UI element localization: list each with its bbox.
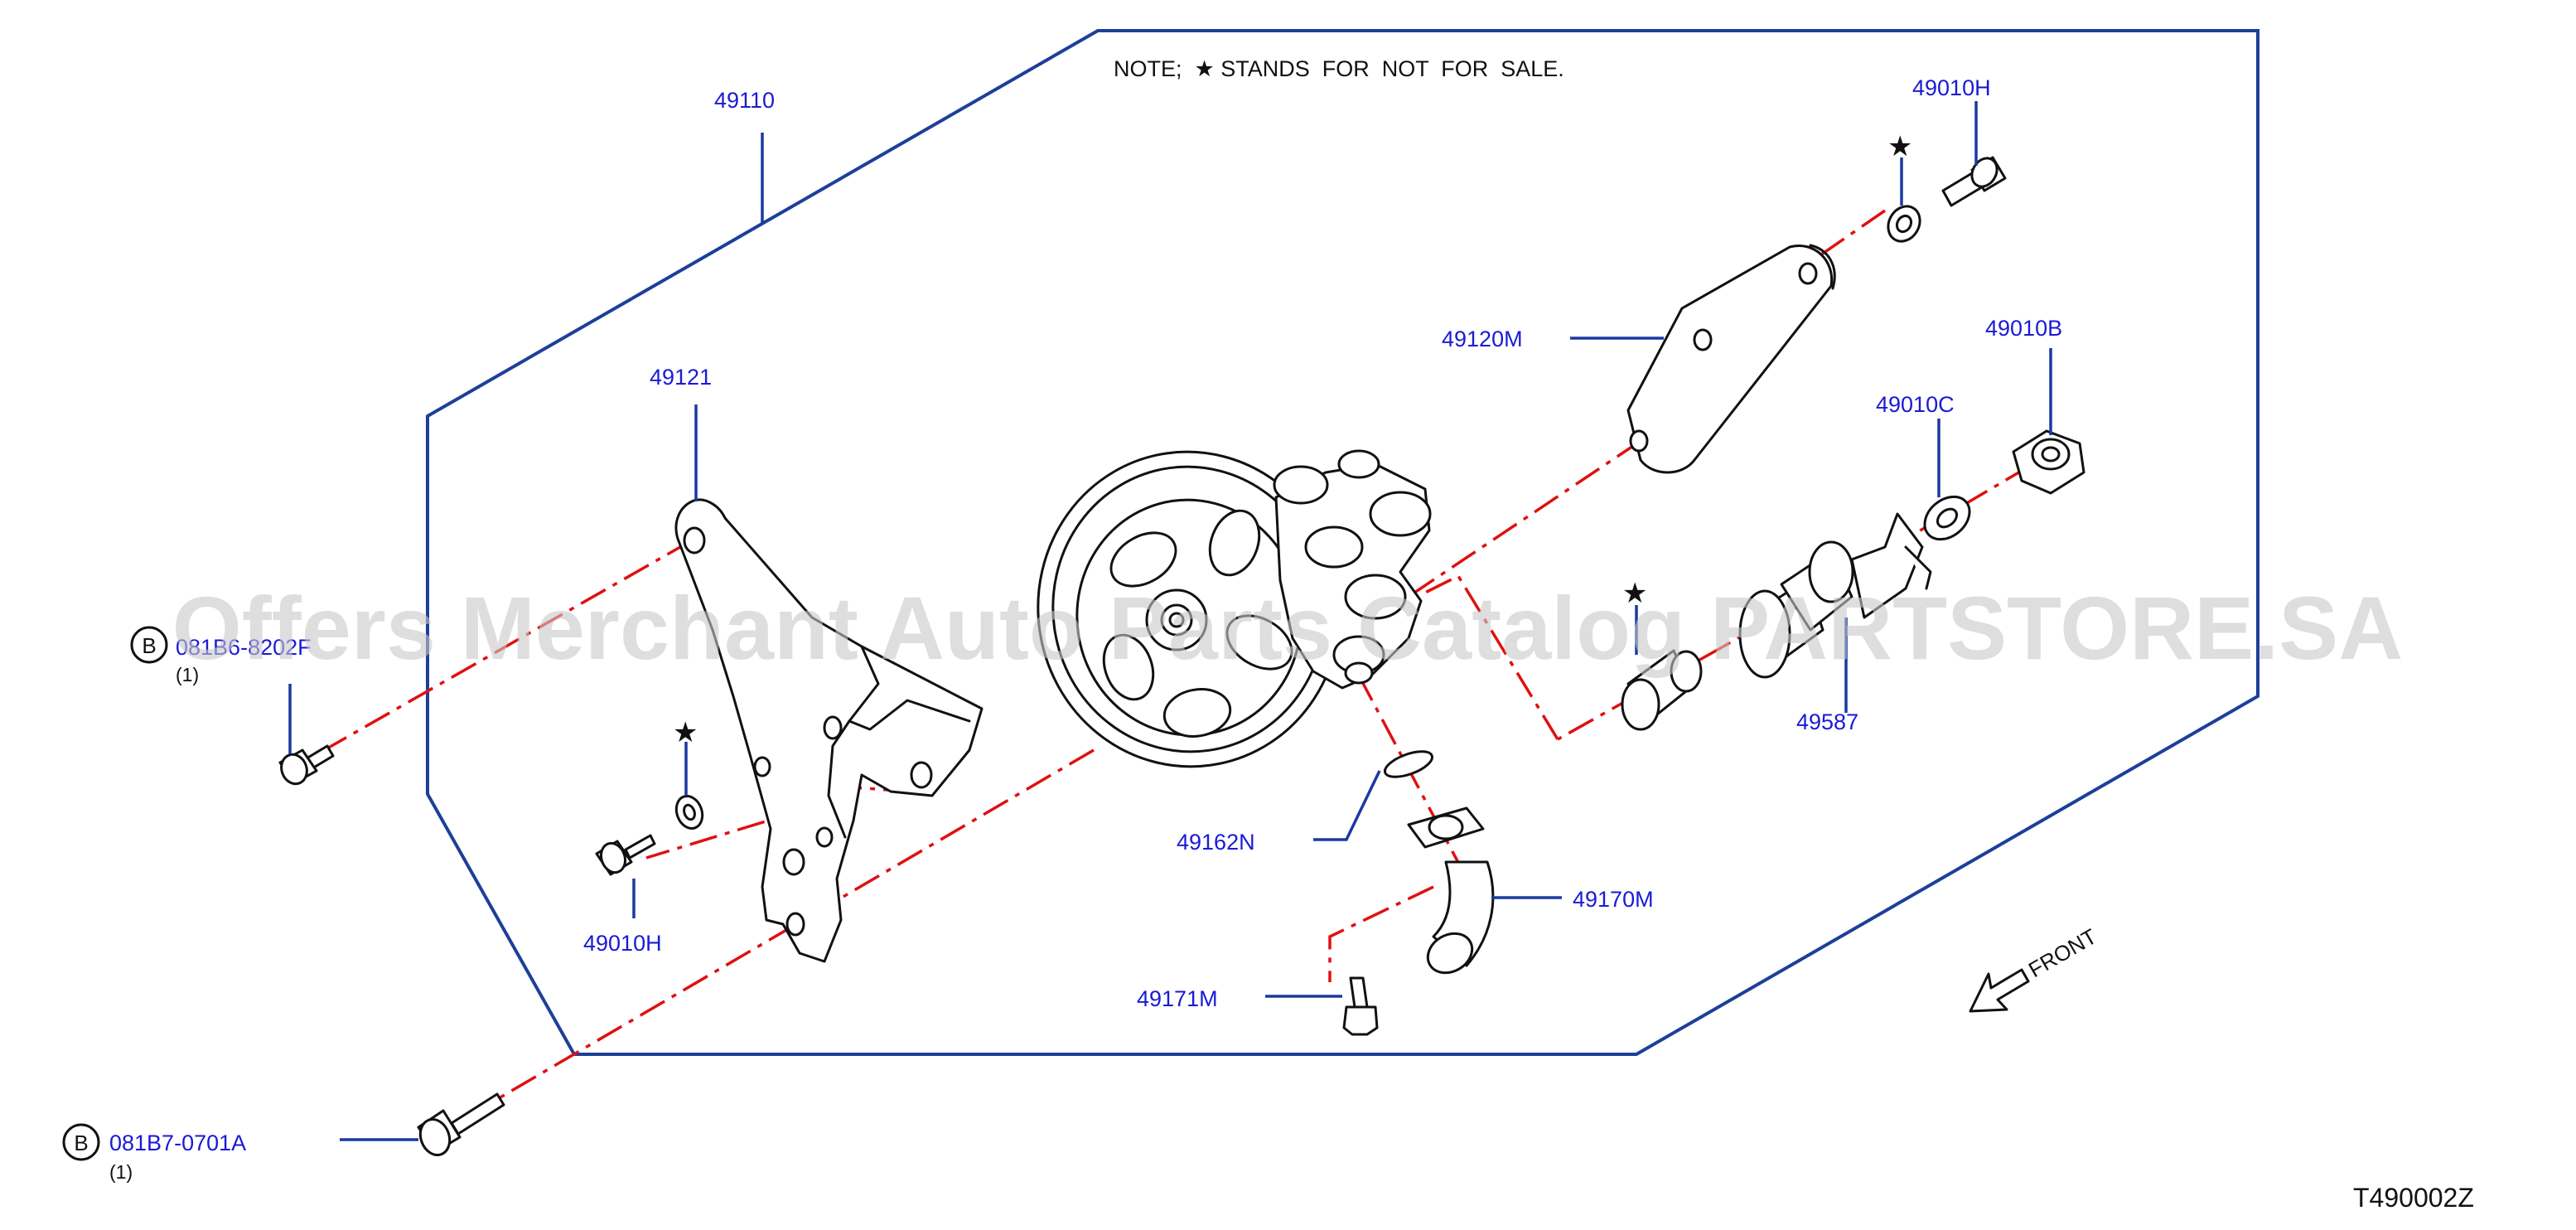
- svg-text:B: B: [74, 1131, 88, 1155]
- nut-49010B: [2012, 429, 2085, 495]
- bracket-49120M: [1626, 244, 1836, 474]
- svg-text:(1): (1): [109, 1161, 133, 1183]
- svg-text:081B7-0701A: 081B7-0701A: [109, 1131, 246, 1155]
- note-text: NOTE; ★ STANDS FOR NOT FOR SALE.: [1114, 56, 1564, 81]
- star-marker-center: ★: [1622, 578, 1647, 609]
- bolt-081B7-0701A: [417, 1092, 505, 1156]
- label-49121: 49121: [650, 365, 712, 390]
- washer-49010C: [1923, 495, 1971, 541]
- label-49010H-left: 49010H: [583, 931, 662, 956]
- label-49162N: 49162N: [1177, 830, 1255, 855]
- svg-text:(1): (1): [176, 664, 199, 685]
- assembly-frame: [426, 29, 2259, 1056]
- label-49110: 49110: [714, 88, 775, 113]
- label-49010H-top: 49010H: [1912, 75, 1991, 100]
- bolt-49171M: [1342, 976, 1379, 1036]
- label-49171M: 49171M: [1137, 986, 1218, 1011]
- pump-body: [1273, 449, 1432, 690]
- oring-49162N: [1384, 750, 1433, 778]
- diagram-code: T490002Z: [2353, 1183, 2474, 1213]
- label-49170M: 49170M: [1573, 887, 1654, 912]
- svg-text:B: B: [142, 633, 156, 658]
- leaders: [288, 101, 2052, 1141]
- bolt-081B6-8202F: [278, 744, 335, 786]
- bushing-49587: [1621, 512, 1932, 731]
- svg-text:081B6-8202F: 081B6-8202F: [176, 635, 312, 660]
- bolt-ref-upper: B 081B6-8202F (1): [130, 626, 312, 685]
- front-arrow-icon: [1969, 968, 2030, 1013]
- star-marker-top: ★: [1887, 131, 1912, 162]
- bolt-49010H-left: [595, 795, 704, 876]
- bolt-ref-lower: B 081B7-0701A (1): [62, 1123, 246, 1183]
- bracket-49121: [674, 498, 984, 963]
- label-49010C: 49010C: [1876, 392, 1955, 417]
- pump-pulley: [1037, 450, 1341, 768]
- bolt-49010H-top: [1887, 156, 2007, 243]
- label-49010B: 49010B: [1985, 316, 2062, 341]
- svg-text:FRONT: FRONT: [2024, 923, 2101, 982]
- watermark-text: Offers Merchant Auto Parts Catalog PARTS…: [172, 578, 2403, 678]
- label-49120M: 49120M: [1442, 327, 1523, 351]
- label-49587: 49587: [1796, 709, 1858, 734]
- pipe-49170M: [1407, 806, 1495, 975]
- front-indicator: FRONT: [1969, 923, 2101, 1013]
- star-marker-left: ★: [673, 717, 698, 748]
